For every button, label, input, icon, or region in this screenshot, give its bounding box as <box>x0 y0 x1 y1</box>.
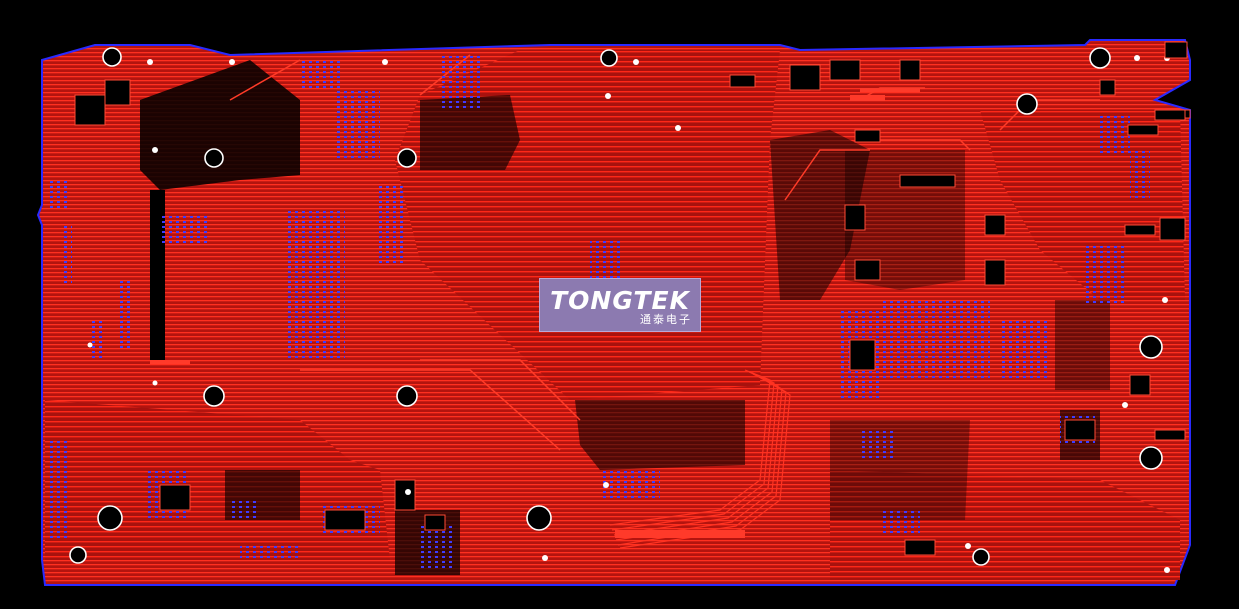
tongtek-watermark: TONGTEK 通泰电子 <box>539 278 701 332</box>
logo-brand: TONGTEK <box>550 286 690 315</box>
edge-connectors <box>1154 41 1188 441</box>
component-footprints <box>74 59 1191 556</box>
pad-markers <box>150 88 920 538</box>
via-clusters <box>46 55 1150 570</box>
logo-subtitle: 通泰电子 <box>640 313 692 326</box>
copper-voids <box>140 60 1110 575</box>
mounting-holes <box>69 47 1163 566</box>
